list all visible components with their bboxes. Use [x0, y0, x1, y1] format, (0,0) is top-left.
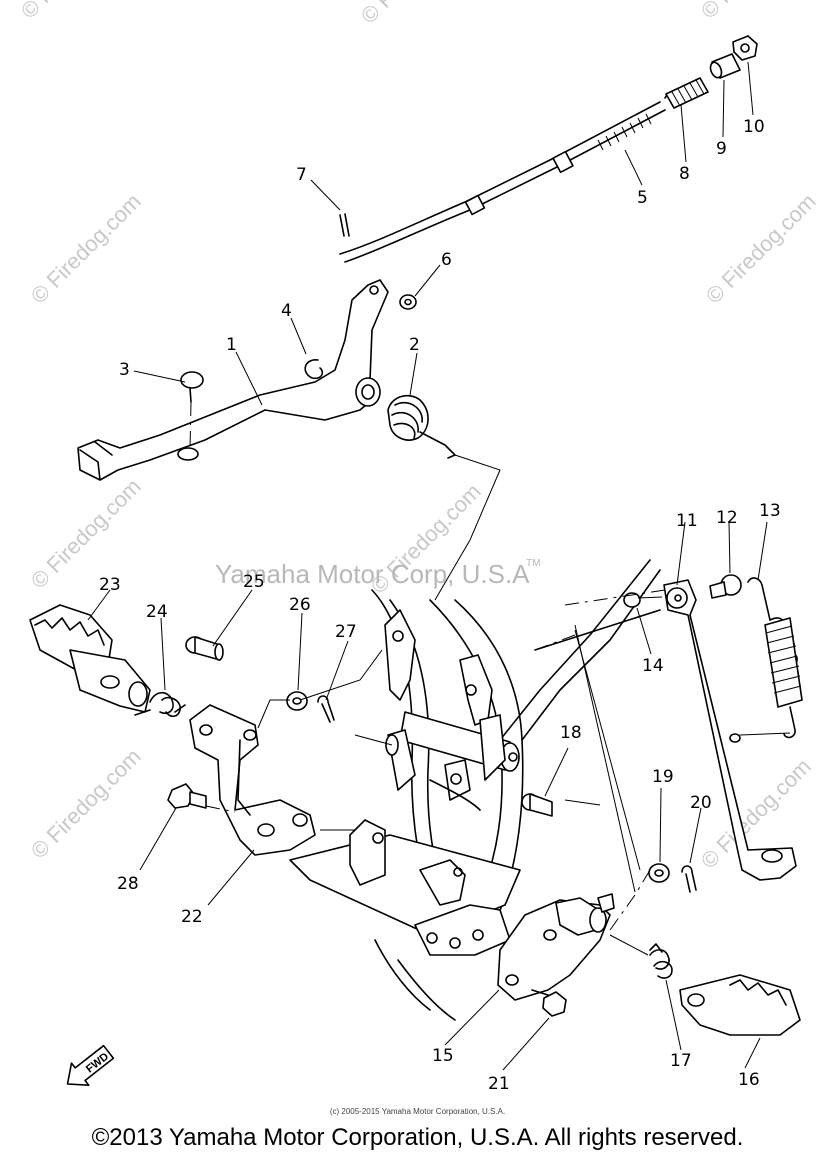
part-label-6: 6 — [441, 250, 452, 270]
part-label-5: 5 — [637, 188, 648, 208]
part-label-10: 10 — [743, 117, 765, 137]
callout-leaders — [87, 61, 768, 1071]
part-label-23: 23 — [99, 575, 121, 595]
part-label-21: 21 — [488, 1074, 510, 1094]
part-label-9: 9 — [716, 139, 727, 159]
part-labels: 1 2 3 4 5 6 7 8 9 10 11 12 13 14 15 16 1… — [99, 117, 781, 1094]
part-label-15: 15 — [432, 1046, 454, 1066]
part-label-12: 12 — [716, 508, 738, 528]
brake-pedal-drawing — [77, 35, 758, 601]
watermark: © Firedog.com — [696, 0, 816, 24]
part-label-17: 17 — [670, 1051, 692, 1071]
part-label-3: 3 — [119, 360, 130, 380]
part-label-18: 18 — [560, 723, 582, 743]
watermark: © Firedog.com — [16, 0, 136, 24]
part-label-11: 11 — [676, 511, 698, 531]
part-label-8: 8 — [679, 164, 690, 184]
main-copyright: ©2013 Yamaha Motor Corporation, U.S.A. A… — [91, 1124, 744, 1151]
part-label-24: 24 — [146, 602, 168, 622]
frame-drawing — [289, 559, 661, 1021]
watermark-center: Yamaha Motor Corp, U.S.A — [215, 559, 530, 589]
part-label-1: 1 — [226, 335, 237, 355]
watermark: © Firedog.com — [26, 744, 146, 864]
watermark: © Firedog.com — [26, 474, 146, 594]
watermark-tm: TM — [526, 558, 540, 569]
part-label-25: 25 — [243, 572, 265, 592]
part-label-4: 4 — [281, 301, 292, 321]
part-label-27: 27 — [335, 622, 357, 642]
watermark: © Firedog.com — [356, 0, 476, 29]
fwd-arrow: FWD — [66, 1044, 115, 1086]
part-label-26: 26 — [289, 595, 311, 615]
part-label-14: 14 — [642, 656, 664, 676]
part-label-16: 16 — [738, 1070, 760, 1090]
sidestand-drawing — [497, 574, 803, 1036]
part-label-22: 22 — [181, 907, 203, 927]
part-label-7: 7 — [296, 165, 307, 185]
part-label-19: 19 — [652, 767, 674, 787]
left-footrest-drawing — [29, 604, 393, 856]
part-label-20: 20 — [690, 793, 712, 813]
watermark: © Firedog.com — [701, 189, 821, 309]
part-label-2: 2 — [409, 335, 420, 355]
part-label-13: 13 — [759, 501, 781, 521]
watermark: © Firedog.com — [26, 189, 146, 309]
part-label-28: 28 — [117, 874, 139, 894]
fwd-arrow-icon — [66, 1044, 115, 1086]
small-copyright: (c) 2005-2015 Yamaha Motor Corporation, … — [329, 1107, 506, 1116]
